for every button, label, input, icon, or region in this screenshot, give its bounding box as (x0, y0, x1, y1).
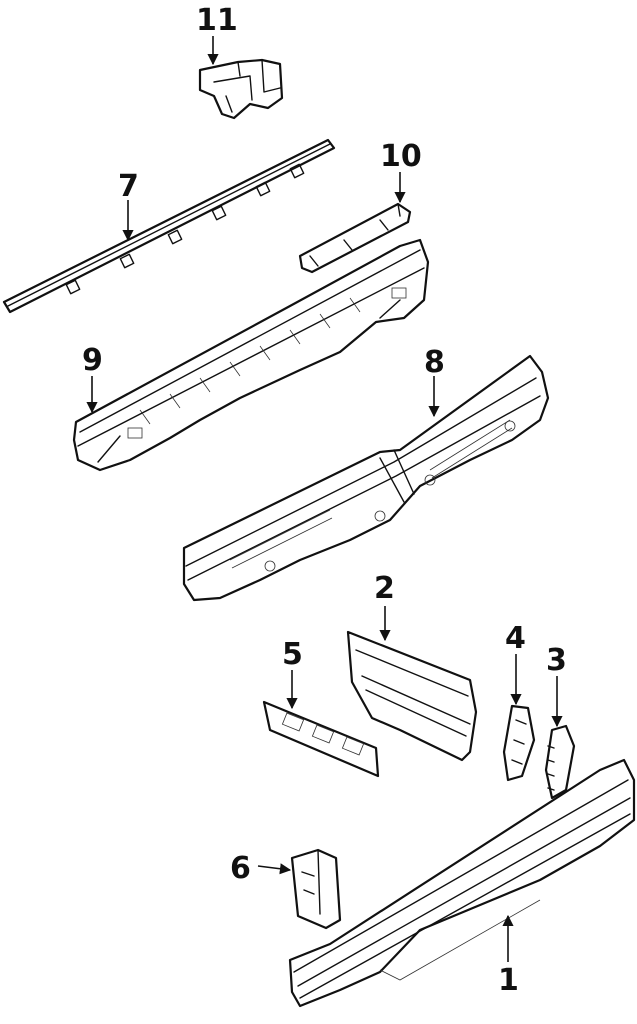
part-3-bracket (544, 724, 576, 800)
callout-3: 3 (546, 643, 567, 678)
leader-6 (257, 863, 292, 875)
part-2-fascia-panel (346, 630, 478, 762)
part-6-side-bracket (290, 848, 342, 930)
callout-1: 1 (498, 963, 519, 998)
part-9-reinforcement (72, 238, 430, 472)
callout-11: 11 (196, 3, 238, 38)
part-11-bracket (198, 58, 284, 120)
callout-2: 2 (374, 571, 395, 606)
part-7-molding-strip (2, 138, 336, 314)
callout-8: 8 (424, 345, 445, 380)
callout-labels: 1 2 3 4 5 6 7 8 9 10 11 (82, 3, 567, 998)
part-1-bumper-cover (288, 758, 636, 1008)
callout-4: 4 (505, 621, 526, 656)
part-5-mounting-plate (262, 700, 380, 778)
leader-lines (86, 36, 563, 962)
callout-6: 6 (230, 851, 251, 886)
callout-10: 10 (380, 139, 422, 174)
callout-9: 9 (82, 343, 103, 378)
callout-7: 7 (118, 169, 139, 204)
callout-5: 5 (282, 637, 303, 672)
part-8-absorber (182, 354, 550, 602)
part-4-bracket (502, 704, 536, 782)
part-10-retainer (298, 202, 412, 274)
